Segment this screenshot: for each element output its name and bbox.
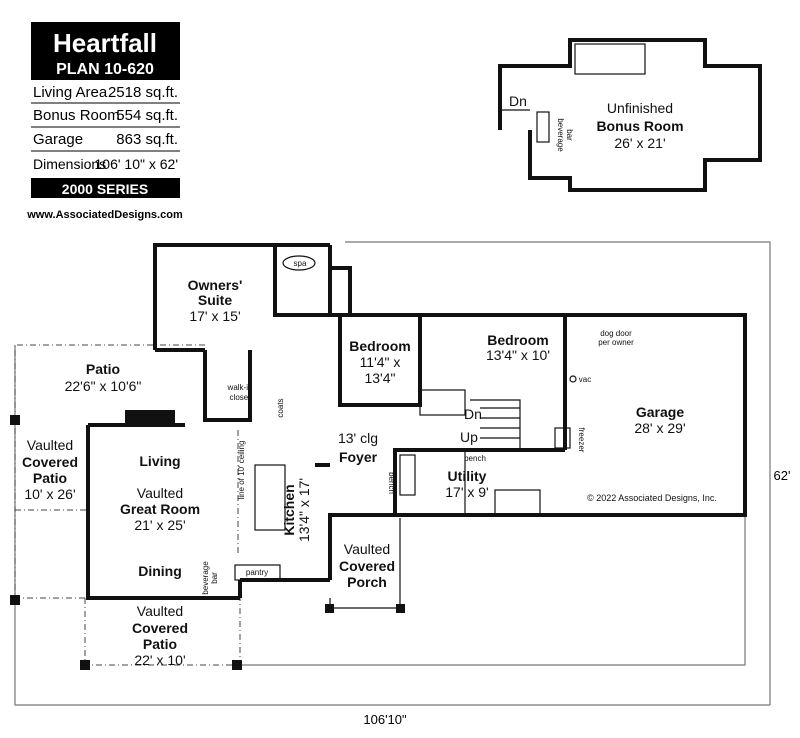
bonus-beverage: beverage — [556, 118, 565, 152]
foyer-ceiling: 13' clg — [338, 430, 378, 446]
row-label: Garage — [33, 131, 83, 148]
utility-bench: bench — [464, 454, 486, 463]
foyer-label: Foyer — [339, 449, 378, 465]
great-l2: Great Room — [120, 501, 200, 517]
bonus-room: Dn Unfinished Bonus Room 26' x 21' bever… — [498, 38, 762, 192]
bottom-patio-l1: Vaulted — [137, 603, 183, 619]
bonus-dn-label: Dn — [509, 93, 527, 109]
great-size: 21' x 25' — [134, 517, 185, 533]
coats-label: coats — [276, 398, 285, 417]
bonus-size: 26' x 21' — [614, 135, 665, 151]
ceiling-line-label: line of 10' ceiling — [237, 441, 246, 500]
kitchen-size: 13'4" x 17' — [296, 478, 312, 542]
owners-label2: Suite — [198, 292, 232, 308]
plan-number: PLAN 10-620 — [56, 61, 154, 78]
closet-label: walk-in — [227, 383, 253, 392]
pantry-label: pantry — [246, 568, 268, 577]
bed2-label: Bedroom — [487, 332, 548, 348]
dog-door-l1: dog door — [600, 329, 632, 338]
patio-size: 22'6" x 10'6" — [65, 378, 142, 394]
room-labels: spa Owners' Suite 17' x 15' walk-in clos… — [22, 259, 717, 668]
website: www.AssociatedDesigns.com — [26, 209, 183, 221]
stairs-up: Up — [460, 429, 478, 445]
copyright: © 2022 Associated Designs, Inc. — [587, 493, 717, 503]
row-value: 106' 10" x 62' — [95, 156, 179, 172]
spa-label: spa — [294, 259, 307, 268]
title-block: Heartfall PLAN 10-620 Living Area 2518 s… — [26, 22, 183, 221]
walls — [86, 243, 747, 600]
owners-size: 17' x 15' — [189, 308, 240, 324]
left-patio-size: 10' x 26' — [24, 486, 75, 502]
bottom-patio-l3: Patio — [143, 636, 177, 652]
foyer-bench: bench — [387, 472, 396, 494]
left-patio-l1: Vaulted — [27, 437, 73, 453]
garage-size: 28' x 29' — [634, 420, 685, 436]
owners-label: Owners' — [188, 277, 243, 293]
freezer-label: freezer — [577, 428, 586, 453]
stairs-dn: Dn — [464, 406, 482, 422]
living-label: Living — [139, 453, 180, 469]
dining-label: Dining — [138, 563, 182, 579]
porch-l3: Porch — [347, 574, 387, 590]
bonus-title: Bonus Room — [596, 118, 683, 134]
left-patio-l2: Covered — [22, 454, 78, 470]
row-label: Bonus Room — [33, 107, 120, 124]
bonus-line1: Unfinished — [607, 100, 673, 116]
kitchen-label: Kitchen — [281, 484, 297, 535]
bottom-patio-l2: Covered — [132, 620, 188, 636]
row-label: Dimensions — [33, 156, 106, 172]
row-value: 554 sq.ft. — [116, 107, 178, 124]
plan-name: Heartfall — [53, 28, 157, 58]
depth-dimension: 62' — [774, 468, 791, 483]
left-patio-l3: Patio — [33, 470, 67, 486]
bonus-bar: bar — [565, 129, 574, 141]
dining-bar: bar — [210, 572, 219, 584]
dog-door-l2: per owner — [598, 338, 634, 347]
porch-l1: Vaulted — [344, 541, 390, 557]
patio-label: Patio — [86, 361, 120, 377]
closet-label2: closet — [230, 393, 252, 402]
row-value: 863 sq.ft. — [116, 131, 178, 148]
dining-bev: beverage — [201, 561, 210, 595]
porch-l2: Covered — [339, 558, 395, 574]
great-l1: Vaulted — [137, 485, 183, 501]
utility-label: Utility — [448, 468, 487, 484]
vac-label: vac — [579, 375, 591, 384]
width-dimension: 106'10" — [363, 712, 407, 727]
utility-size: 17' x 9' — [445, 484, 488, 500]
bottom-patio-size: 22' x 10' — [134, 652, 185, 668]
garage-label: Garage — [636, 404, 684, 420]
row-label: Living Area — [33, 84, 108, 101]
bed1-size1: 11'4" x — [360, 354, 401, 370]
bed2-size: 13'4" x 10' — [486, 347, 550, 363]
row-value: 2518 sq.ft. — [108, 84, 178, 101]
bed1-label: Bedroom — [349, 338, 410, 354]
posts — [10, 415, 405, 670]
bed1-size2: 13'4" — [364, 370, 395, 386]
series-label: 2000 SERIES — [62, 181, 148, 197]
vac-outlet — [569, 375, 577, 383]
spa-tub — [282, 255, 316, 271]
